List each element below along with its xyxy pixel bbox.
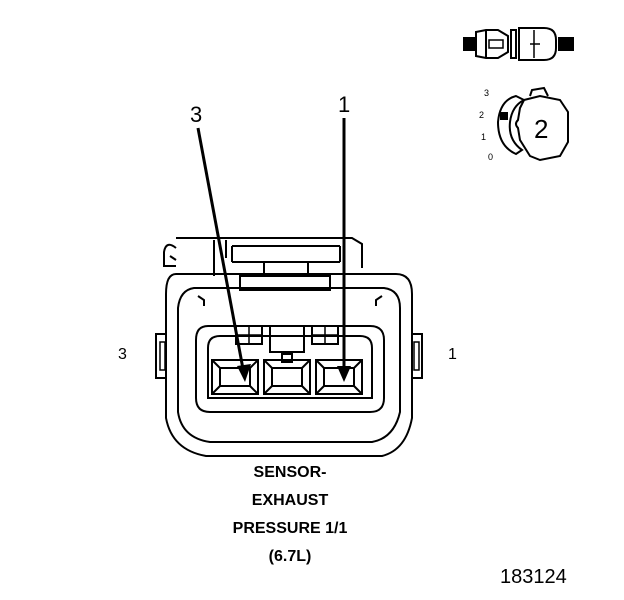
detail-position-3: 3	[484, 88, 490, 98]
side-label-right: 1	[448, 346, 457, 363]
detail-position-1: 1	[481, 132, 487, 142]
lock-position-detail-icon	[496, 86, 569, 162]
callout-leader-pin3	[196, 127, 251, 382]
detail-view-number: 2	[534, 114, 549, 144]
callout-pin1-label: 1	[338, 92, 351, 117]
caption-line-1: SENSOR-	[253, 464, 327, 481]
connector-side-view-icon	[463, 27, 574, 61]
detail-position-0: 0	[488, 152, 494, 162]
detail-position-2: 2	[479, 110, 485, 120]
caption-line-4: (6.7L)	[268, 548, 312, 565]
side-label-left: 3	[118, 346, 127, 363]
connector-face	[155, 237, 423, 457]
caption-line-2: EXHAUST	[251, 492, 329, 509]
document-number: 183124	[500, 566, 567, 588]
callout-leader-pin1	[337, 118, 351, 382]
caption-line-3: PRESSURE 1/1	[232, 520, 348, 537]
callout-pin3-label: 3	[190, 102, 203, 127]
